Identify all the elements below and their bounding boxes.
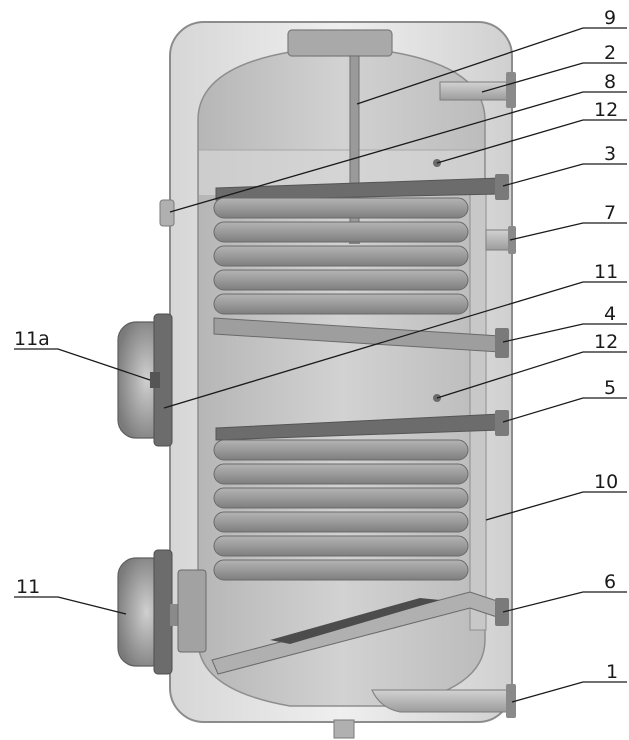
upper-side-flange [117,313,173,447]
leader-6 [502,591,627,613]
callout-6: 6 [604,571,616,593]
leader-4 [502,323,627,343]
lower-heating-coil [213,439,469,581]
hot-water-outlet [439,81,511,101]
callout-9: 9 [604,7,616,29]
leader-7 [509,222,627,241]
leader-1 [511,681,627,703]
leader-2 [481,62,627,93]
callout-3: 3 [604,143,616,165]
leader-5 [502,397,627,423]
callout-11-left: 11 [16,576,40,598]
leader-11a [163,281,627,409]
callout-4: 4 [604,303,616,325]
leader-3 [502,163,627,187]
callout-8: 8 [604,71,616,93]
electric-heater-head [177,569,207,653]
callout-11-right: 11 [594,261,618,283]
leader-9 [356,27,627,105]
top-flange [287,29,393,57]
callout-11a: 11a [14,328,50,350]
leader-12a [436,119,627,164]
callout-5: 5 [604,377,616,399]
lower-side-flange [117,549,207,675]
callout-2: 2 [604,42,616,64]
upper-heating-coil [213,197,501,353]
leader-11a-left [14,348,151,381]
callout-12-lower: 12 [594,331,618,353]
leader-12b [436,351,627,399]
vertical-return-pipe [469,189,487,631]
leader-8 [169,91,627,213]
callout-12-upper: 12 [594,99,618,121]
callout-7: 7 [604,202,616,224]
sensor-sleeve-left [159,199,175,227]
callout-10: 10 [594,471,618,493]
leader-10 [485,491,627,521]
upper-coil-return-flange [495,328,509,358]
leader-11-left [14,596,127,615]
callout-1: 1 [606,661,618,683]
bottom-drain [333,719,355,739]
cold-water-inlet [371,689,511,713]
